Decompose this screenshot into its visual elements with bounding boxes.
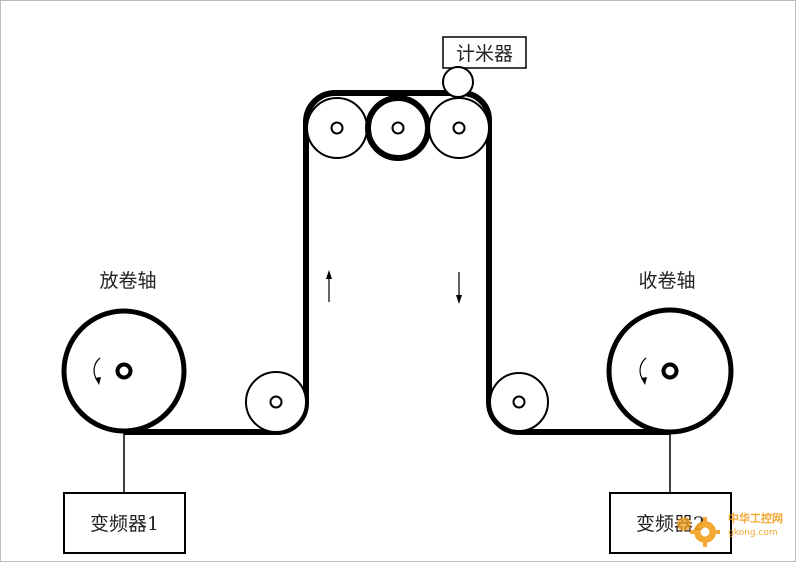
down-arrow-icon [456,272,462,304]
unwind-reel [61,308,187,434]
meter-box [442,36,527,69]
up-arrow-icon [326,270,332,302]
inverter-1-label: 变频器1 [90,513,159,535]
meter-label: 计米器 [456,43,513,65]
watermark-brand: 中华工控网 [728,511,783,525]
watermark-site: gkong.com [728,528,778,538]
guide-roller-left [245,371,307,433]
top-roller-left [306,97,368,159]
meter-wheel [442,66,474,98]
rewind-shaft-label: 收卷轴 [638,270,695,292]
unwind-shaft-label: 放卷轴 [99,270,156,292]
gear-logo-icon [690,517,720,547]
guide-roller-right [489,372,549,432]
inverter-1-box [63,492,186,554]
rotation-arrow-icon [93,357,101,385]
rewind-reel [606,307,734,435]
top-roller-middle [365,95,431,161]
gkong-watermark: 中华工控网 gkong.com [677,511,783,547]
top-roller-right [428,97,490,159]
rotation-arrow-icon [639,357,647,385]
